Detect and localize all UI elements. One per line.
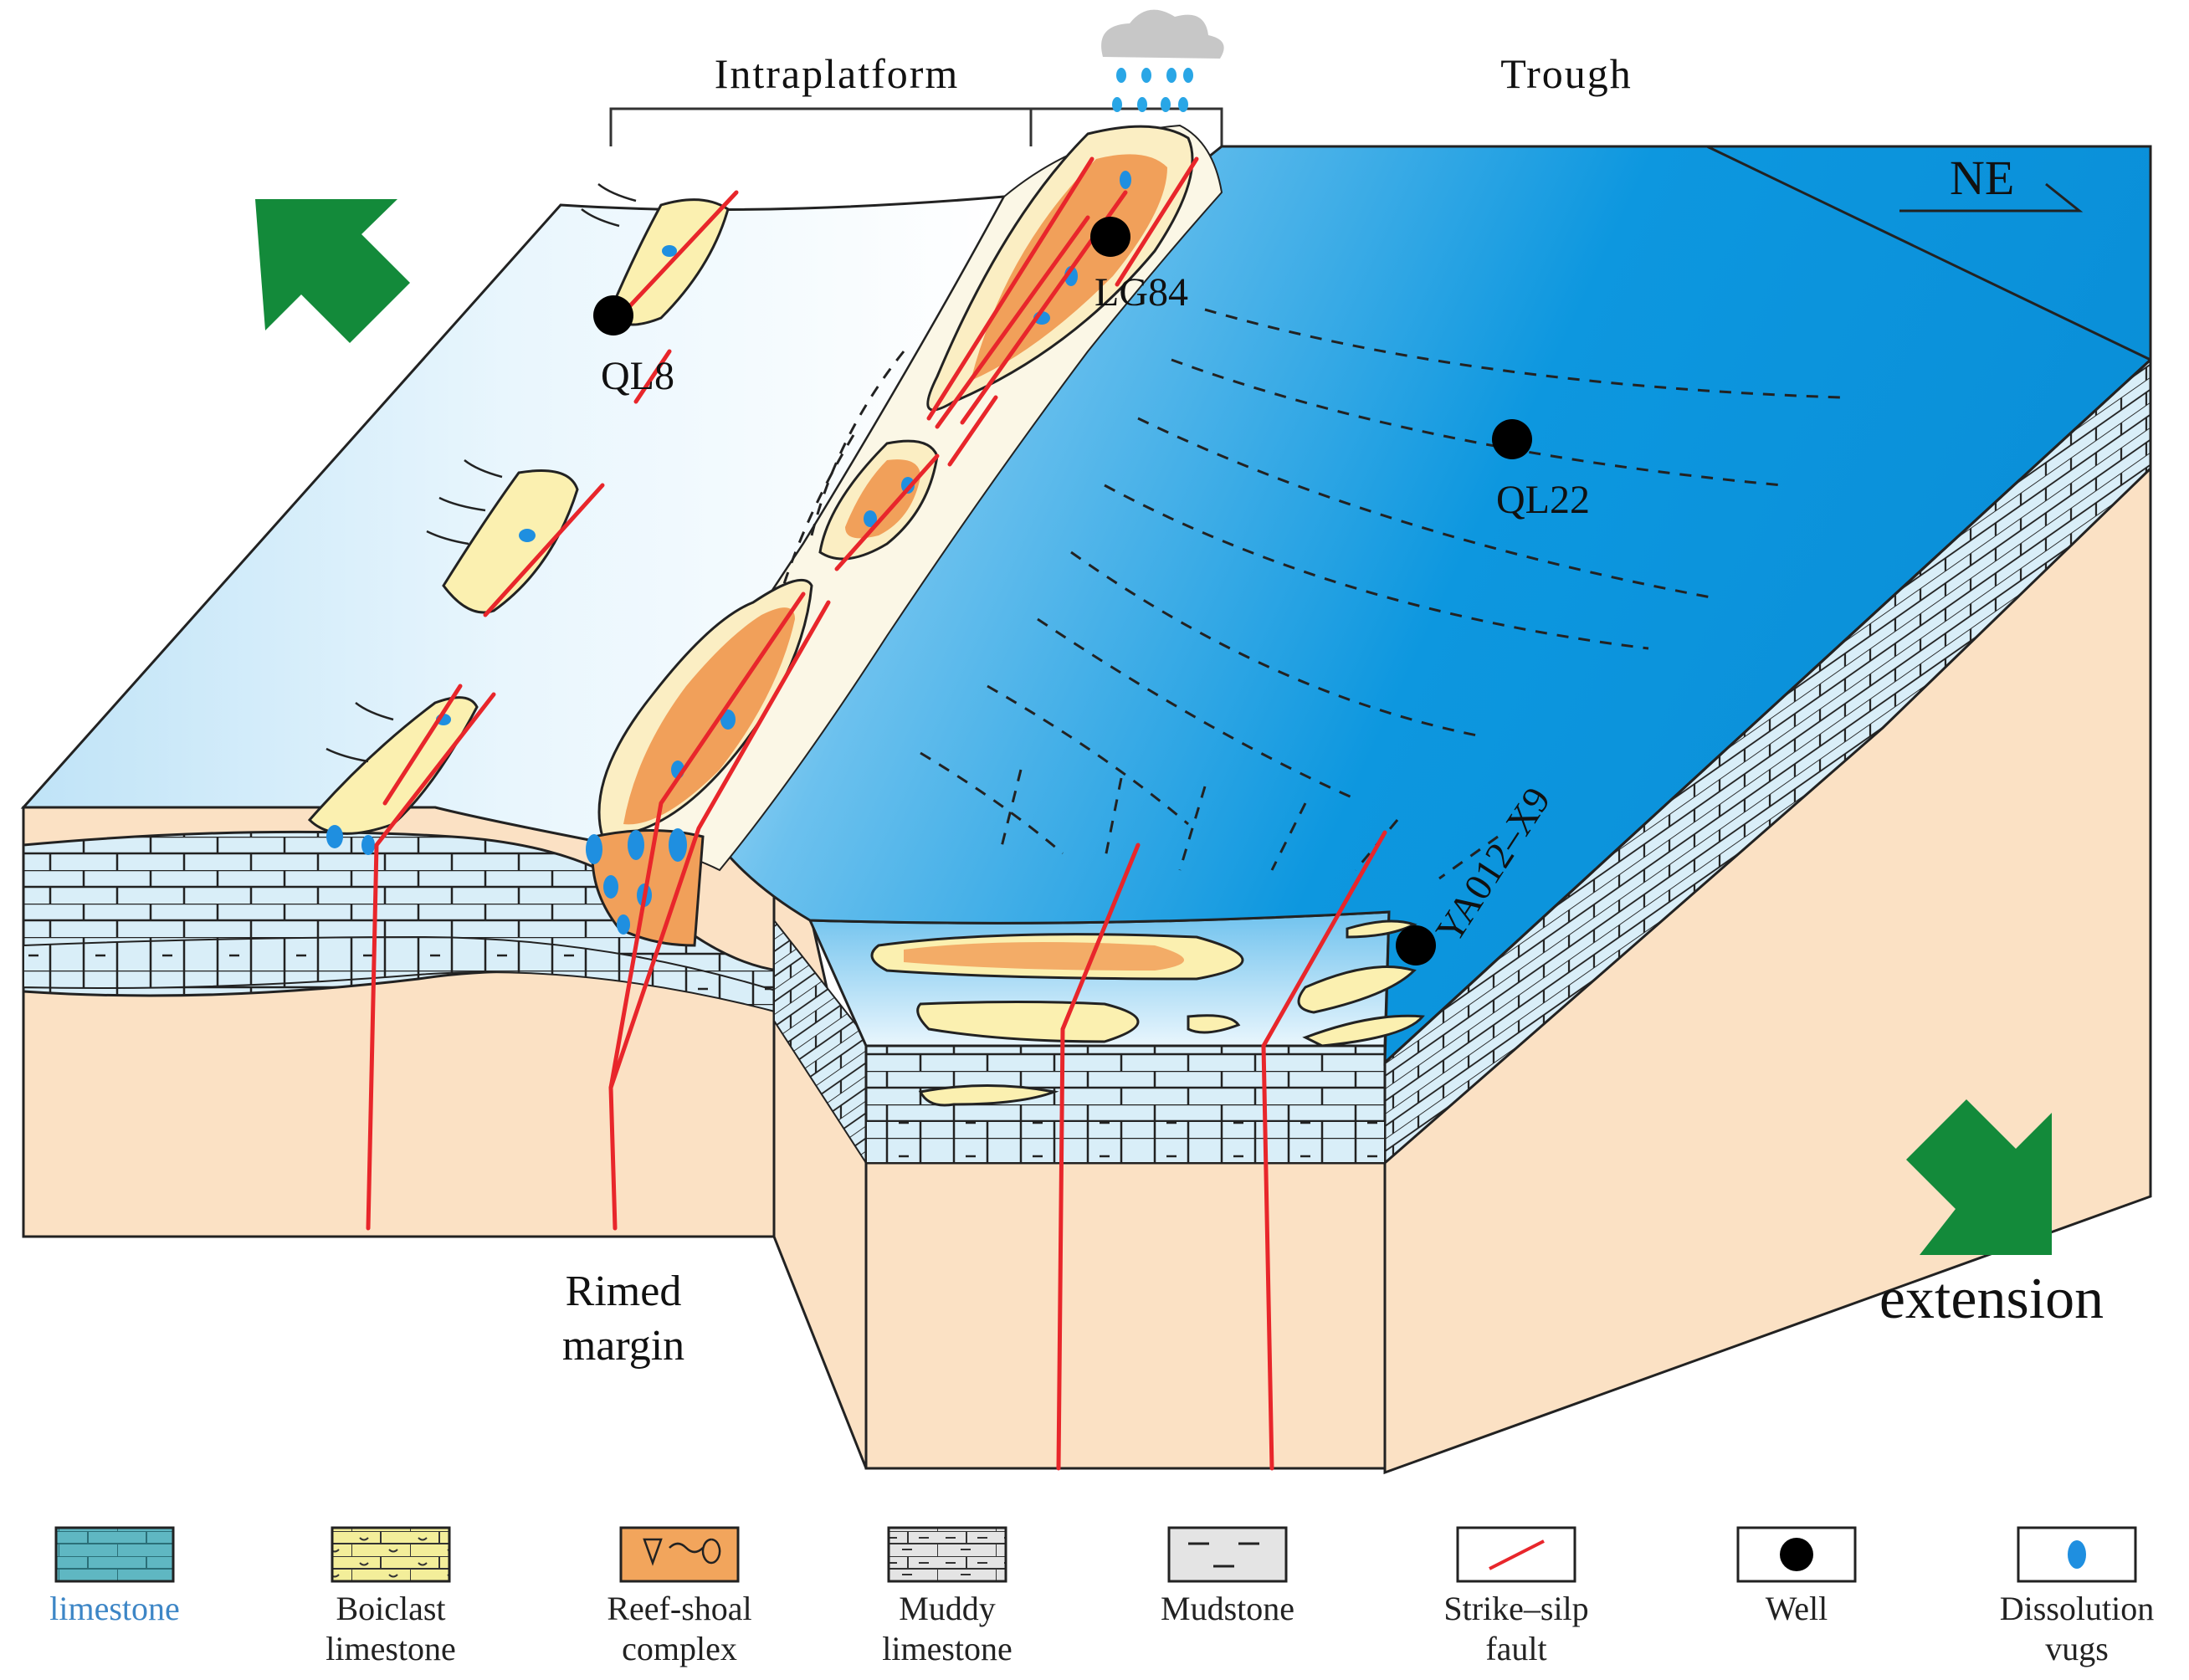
legend-item-muddy-limestone: Muddy limestone: [882, 1526, 1012, 1667]
legend-item-dissolution-vugs: Dissolution vugs: [2000, 1526, 2154, 1667]
compass-label: NE: [1950, 151, 2014, 205]
extension-arrow-northwest-icon: [255, 199, 410, 343]
vug-icon: [2068, 1540, 2086, 1569]
legend-label-muddy-2: limestone: [882, 1630, 1012, 1667]
legend-label-reef-2: complex: [622, 1630, 737, 1667]
trough-label: Trough: [1500, 50, 1632, 97]
well-label-ql8: QL8: [601, 354, 674, 398]
well-marker-ya012[interactable]: [1396, 925, 1436, 965]
legend-item-limestone: limestone: [49, 1526, 180, 1627]
legend-label-vugs-2: vugs: [2045, 1630, 2109, 1667]
well-icon: [1780, 1538, 1813, 1571]
dissolution-vugs: [326, 171, 1131, 935]
legend-label-mudstone: Mudstone: [1161, 1590, 1294, 1627]
contour-lines: [777, 308, 1842, 880]
legend-label-fault-2: fault: [1485, 1630, 1546, 1667]
well-marker-ql8[interactable]: [593, 295, 633, 335]
legend: limestone Boiclast limestone Reef-shoal …: [49, 1526, 2154, 1667]
extension-label: extension: [1879, 1267, 2104, 1331]
legend-item-well: Well: [1736, 1526, 1857, 1627]
well-label-lg84: LG84: [1094, 270, 1188, 315]
fossil-icon: [643, 1538, 721, 1566]
north-east-arrow-icon: [1899, 182, 2084, 213]
extension-arrow-southeast-icon: [1906, 1099, 2052, 1255]
shoal-wave-marks: [326, 183, 637, 763]
legend-label-well: Well: [1766, 1590, 1828, 1627]
intraplatform-label: Intraplatform: [715, 50, 960, 97]
rimed-margin-label-line2: margin: [562, 1322, 684, 1370]
well-label-ql22: QL22: [1496, 478, 1590, 522]
header-bracket: [609, 107, 1223, 146]
legend-label-fault-1: Strike–silp: [1443, 1590, 1588, 1627]
legend-label-muddy-1: Muddy: [899, 1590, 996, 1627]
rain-cloud-icon: [1101, 9, 1224, 112]
well-marker-lg84[interactable]: [1090, 217, 1130, 257]
legend-item-bioclast-limestone: Boiclast limestone: [326, 1526, 456, 1667]
strike-slip-faults: [366, 156, 1387, 1471]
rimed-margin-label-line1: Rimed: [566, 1268, 682, 1315]
legend-item-strike-slip-fault: Strike–silp fault: [1443, 1526, 1589, 1667]
legend-item-reef-shoal-complex: Reef-shoal complex: [607, 1526, 752, 1667]
fault-line-icon: [1489, 1539, 1545, 1570]
legend-label-bioclast-2: limestone: [326, 1630, 456, 1667]
legend-label-reef-1: Reef-shoal: [607, 1590, 751, 1627]
well-marker-ql22[interactable]: [1492, 419, 1532, 459]
legend-item-mudstone: Mudstone: [1161, 1526, 1294, 1627]
legend-label-bioclast-1: Boiclast: [336, 1590, 445, 1627]
legend-label-vugs-1: Dissolution: [2000, 1590, 2154, 1627]
legend-label-limestone: limestone: [49, 1590, 180, 1627]
